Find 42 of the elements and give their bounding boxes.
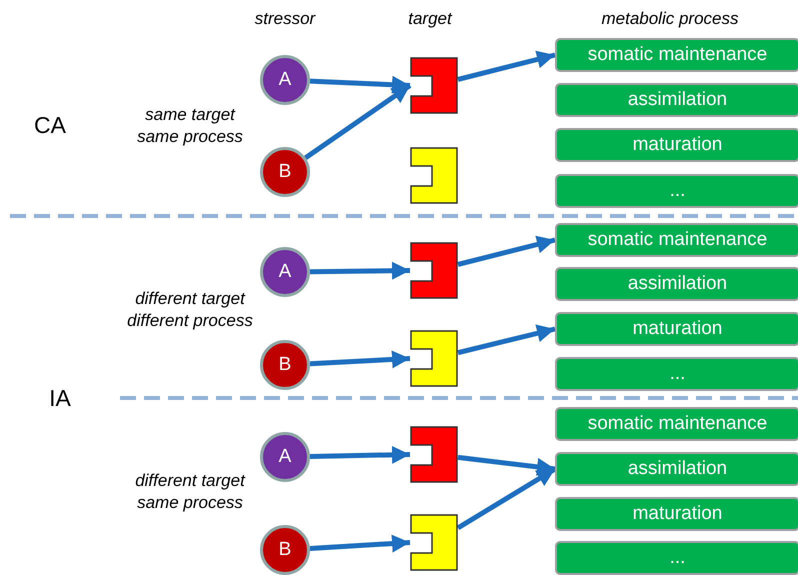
arrow (458, 454, 556, 476)
process-box: ... (555, 357, 798, 391)
column-heading: metabolic process (600, 8, 740, 30)
process-box: maturation (555, 312, 798, 346)
arrow (310, 262, 410, 280)
process-box: maturation (555, 128, 798, 162)
scenario-label: different target different process (126, 288, 254, 332)
target-shape (410, 242, 458, 299)
process-box: assimilation (555, 267, 798, 301)
process-box: somatic maintenance (555, 407, 798, 441)
process-box: maturation (555, 497, 798, 531)
arrow (310, 534, 410, 553)
stressor-circle: A (260, 247, 310, 297)
scenario-label: different target same process (134, 470, 246, 514)
group-label: CA (33, 112, 67, 139)
target-shape (410, 426, 458, 483)
stressor-circle: B (260, 340, 310, 390)
arrow (457, 50, 556, 82)
process-box: assimilation (555, 83, 798, 117)
target-shape (410, 57, 458, 114)
arrow (457, 236, 556, 267)
process-box: somatic maintenance (555, 38, 798, 72)
process-box: somatic maintenance (555, 223, 798, 257)
arrow (457, 324, 556, 356)
stressor-circle: A (260, 55, 310, 105)
process-box: ... (555, 541, 798, 575)
arrow (310, 446, 410, 464)
column-heading: target (407, 8, 454, 30)
process-box: ... (555, 174, 798, 208)
stressor-circle: A (260, 432, 310, 482)
process-box: assimilation (555, 452, 798, 486)
target-shape (410, 330, 458, 387)
stressor-circle: B (260, 525, 310, 575)
group-label: IA (48, 385, 72, 412)
stressor-circle: B (260, 147, 310, 197)
arrow (310, 76, 410, 94)
target-shape (410, 514, 458, 571)
column-heading: stressor (254, 8, 317, 30)
target-shape (410, 147, 458, 204)
arrow (310, 350, 410, 368)
arrow (304, 83, 412, 160)
scenario-label: same target same process (136, 104, 244, 148)
